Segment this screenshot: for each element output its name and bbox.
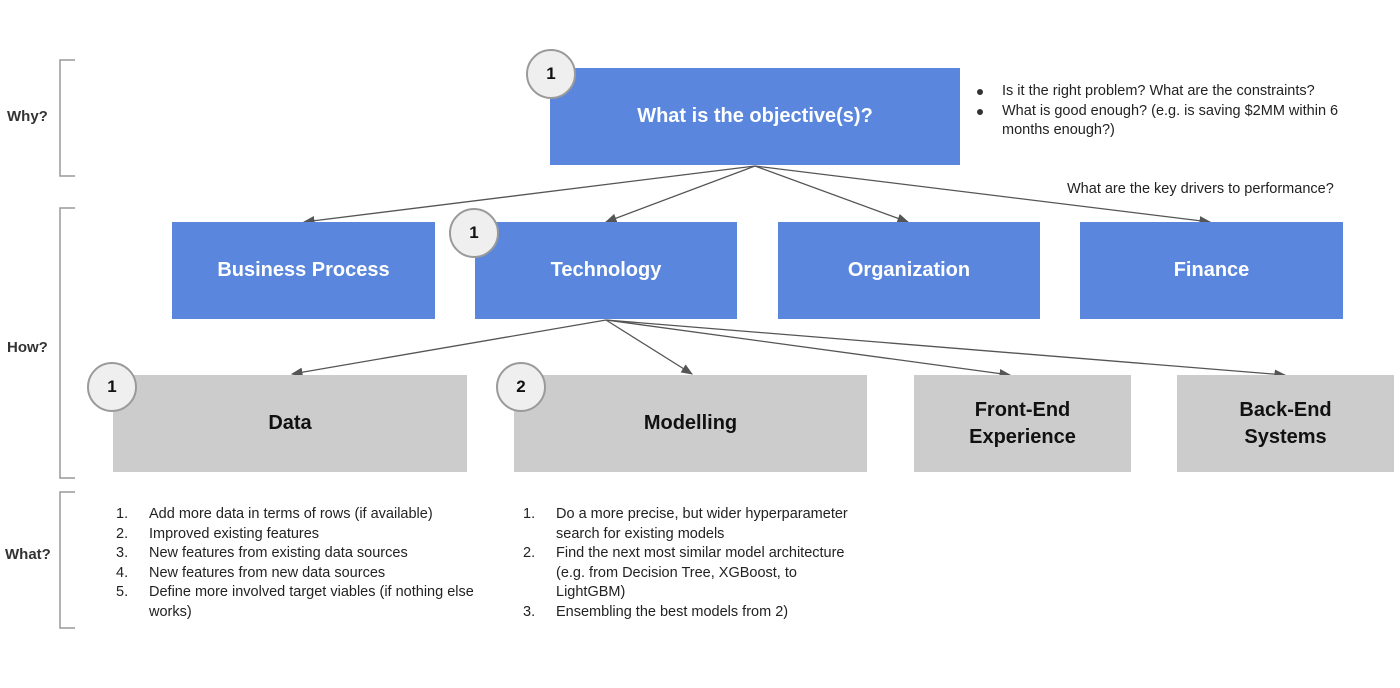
data-action-item: 3.New features from existing data source… — [116, 545, 408, 561]
driver-label: Business Process — [217, 259, 390, 281]
arrow-technology-back-end — [605, 319, 1287, 379]
level-label-what: What? — [5, 546, 51, 563]
what-bracket — [59, 491, 75, 629]
modelling-action-item: 1.Do a more precise, but wider hyperpara… — [523, 506, 848, 542]
part-modelling: Modelling — [514, 375, 867, 472]
technology-badge: 1 — [449, 208, 499, 258]
drivers-caption: What are the key drivers to performance? — [1067, 181, 1334, 197]
level-label-why: Why? — [7, 108, 48, 125]
driver-business-process: Business Process — [172, 222, 435, 319]
why-bracket — [59, 59, 75, 177]
part-label: Modelling — [643, 412, 738, 434]
driver-label: Technology — [550, 259, 662, 281]
data-action-item: 5.Define more involved target viables (i… — [116, 584, 474, 620]
driver-technology: Technology — [475, 222, 737, 319]
modelling-actions-list: 1.Do a more precise, but wider hyperpara… — [523, 505, 868, 622]
modelling-action-item: 2.Find the next most similar model archi… — [523, 545, 845, 600]
data-action-item: 2.Improved existing features — [116, 525, 320, 542]
part-back-end: Back-End Systems — [1177, 375, 1394, 472]
modelling-action-item: 3.Ensembling the best models from 2) — [523, 603, 789, 620]
driver-finance: Finance — [1080, 222, 1343, 319]
objective-note: What is good enough? (e.g. is saving $2M… — [975, 102, 1375, 141]
arrow-technology-front-end — [605, 319, 1012, 379]
part-front-end: Front-End Experience — [914, 375, 1131, 472]
objective-note: Is it the right problem? What are the co… — [975, 82, 1375, 102]
part-label: Front-End Experience — [969, 398, 1076, 448]
modelling-badge: 2 — [496, 362, 546, 412]
data-action-item: 1.Add more data in terms of rows (if ava… — [116, 506, 433, 522]
objective-badge: 1 — [526, 49, 576, 99]
arrow-objective-organization — [754, 165, 910, 223]
data-badge: 1 — [87, 362, 137, 412]
part-data: Data — [113, 375, 467, 472]
arrow-objective-business-process — [302, 165, 756, 226]
driver-label: Organization — [847, 259, 971, 281]
arrow-objective-finance — [754, 165, 1212, 226]
level-label-how: How? — [7, 339, 48, 356]
driver-label: Finance — [1173, 259, 1250, 281]
objective-label: What is the objective(s)? — [637, 105, 873, 127]
how-bracket — [59, 207, 75, 479]
objective-box: What is the objective(s)? — [550, 68, 960, 165]
data-actions-list: 1.Add more data in terms of rows (if ava… — [116, 505, 486, 622]
arrow-technology-data — [290, 319, 607, 377]
driver-organization: Organization — [778, 222, 1040, 319]
arrow-technology-modelling — [605, 319, 693, 375]
objective-notes: Is it the right problem? What are the co… — [975, 82, 1375, 141]
data-action-item: 4.New features from new data sources — [116, 564, 386, 581]
part-label: Back-End Systems — [1239, 398, 1332, 448]
part-label: Data — [268, 412, 312, 434]
arrow-objective-technology — [604, 165, 756, 223]
